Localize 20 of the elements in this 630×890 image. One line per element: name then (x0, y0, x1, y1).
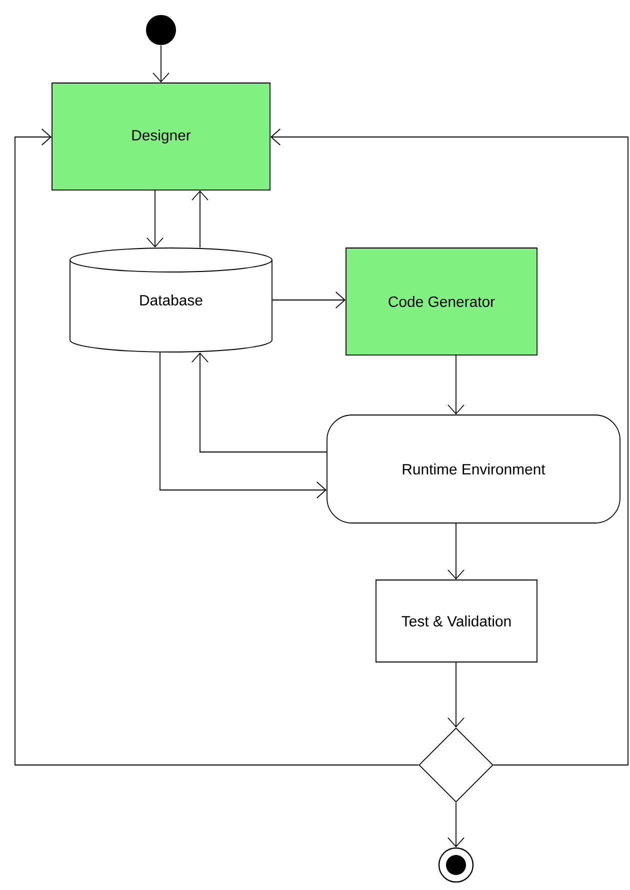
arrow (160, 352, 327, 498)
decision-diamond (418, 728, 494, 802)
arrow (448, 355, 464, 415)
action-box: Designer (52, 82, 270, 190)
action-box: Code Generator (346, 248, 538, 356)
rounded-box: Runtime Environment (326, 414, 620, 524)
action-box: Test & Validation (376, 580, 538, 662)
arrow (448, 802, 464, 848)
arrow (146, 190, 164, 248)
start-circle (146, 15, 176, 45)
end-circle (438, 847, 474, 883)
arrow (192, 190, 208, 248)
arrow (14, 128, 419, 766)
arrow (448, 662, 464, 728)
arrow (192, 352, 327, 452)
arrow (152, 45, 170, 83)
arrow (272, 292, 346, 308)
arrow (270, 128, 628, 766)
arrow (448, 523, 464, 580)
database-cylinder: Database (70, 248, 272, 352)
